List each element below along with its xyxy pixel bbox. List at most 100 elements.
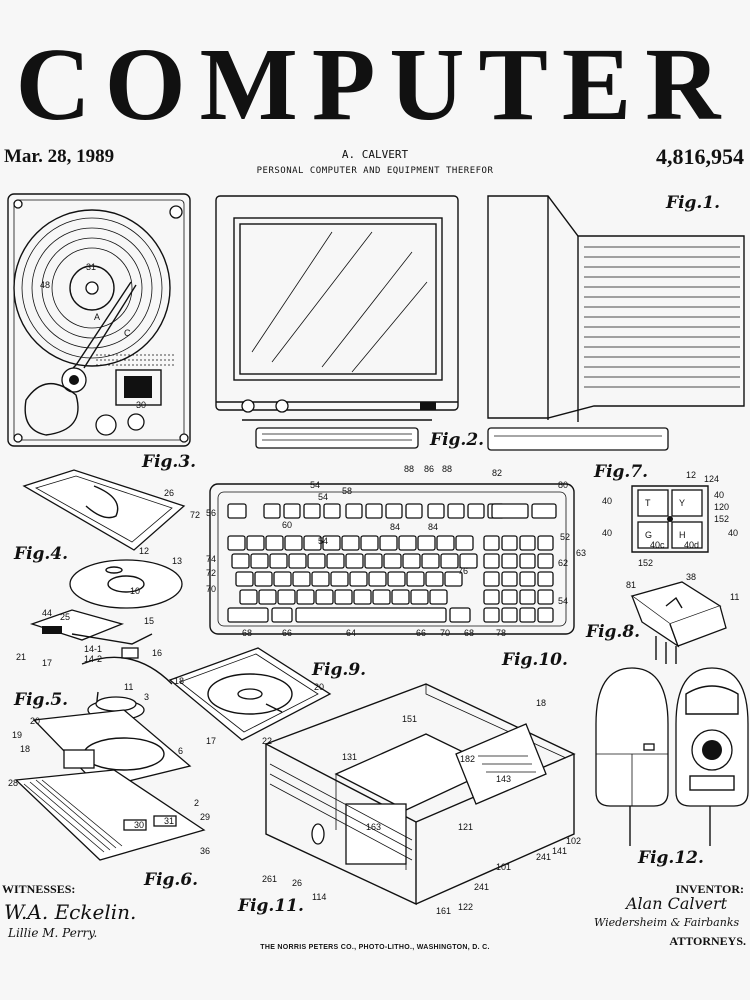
keyboard-key (436, 535, 455, 551)
keyboard-ref: 56 (206, 508, 216, 518)
keyboard-key (303, 535, 322, 551)
svg-text:14-2: 14-2 (84, 654, 102, 664)
keyboard-key (334, 589, 353, 605)
svg-text:72: 72 (190, 510, 200, 520)
keyboard-key (353, 589, 372, 605)
keyboard-key (254, 571, 273, 587)
svg-text:29: 29 (200, 812, 210, 822)
keyboard-key (385, 503, 403, 519)
fig10-label: Fig.10. (502, 650, 568, 670)
svg-text:81: 81 (626, 580, 636, 590)
keyboard-key (283, 503, 301, 519)
keyboard-key (365, 503, 383, 519)
svg-text:31: 31 (164, 816, 174, 826)
keyboard-key (258, 589, 277, 605)
keyboard-key (326, 553, 345, 569)
keyboard-key (349, 571, 368, 587)
keyboard-key (417, 535, 436, 551)
keyboard-key (537, 535, 554, 551)
svg-text:15: 15 (144, 616, 154, 626)
keyboard-key (311, 571, 330, 587)
svg-text:13: 13 (172, 556, 182, 566)
keyboard-ref: 70 (440, 628, 450, 638)
keyboard-key (398, 535, 417, 551)
keyboard-key (277, 589, 296, 605)
keyboard-key (364, 553, 383, 569)
fig7-ref: 152 (638, 558, 653, 568)
keyboard-key (519, 571, 536, 587)
keyboard-key (246, 535, 265, 551)
keyboard-key (292, 571, 311, 587)
keyboard-key (235, 571, 254, 587)
fig7-ref: 40 (714, 490, 724, 500)
keyboard-key (501, 535, 518, 551)
fig8-label: Fig.8. (586, 622, 641, 642)
keyboard-ref: 64 (346, 628, 356, 638)
keyboard-key (519, 553, 536, 569)
svg-text:122: 122 (458, 902, 473, 912)
keyboard-key (537, 571, 554, 587)
inventor-signature: Alan Calvert (626, 894, 728, 913)
svg-text:26: 26 (292, 878, 302, 888)
svg-text:18: 18 (174, 676, 184, 686)
fig9-label: Fig.9. (312, 660, 367, 680)
keyboard-key (421, 553, 440, 569)
keyboard-key (265, 535, 284, 551)
svg-text:241: 241 (536, 852, 551, 862)
svg-text:163: 163 (366, 822, 381, 832)
printer-credit: THE NORRIS PETERS CO., PHOTO-LITHO., WAS… (260, 944, 490, 951)
svg-text:25: 25 (60, 612, 70, 622)
fig2-label: Fig.2. (430, 430, 485, 450)
keyboard-key (303, 503, 321, 519)
keyboard-key (501, 607, 518, 623)
keyboard-key (444, 571, 463, 587)
keyboard-key (307, 553, 326, 569)
keyboard-key (383, 553, 402, 569)
hard-drive-drawing: 31 A C 48 30 (7, 193, 191, 447)
keycap-drawing: 81 38 11 (626, 572, 739, 664)
keyboard-key (447, 503, 465, 519)
fig6-label: Fig.6. (144, 870, 199, 890)
sheet-title: COMPUTER (15, 27, 735, 142)
keyboard-key (341, 535, 360, 551)
keyboard-key (295, 607, 447, 623)
keyboard-key (231, 553, 250, 569)
svg-text:161: 161 (436, 906, 451, 916)
keyboard-key (519, 589, 536, 605)
keyboard-key (391, 589, 410, 605)
keyboard-ref: 78 (496, 628, 506, 638)
keyboard-key (406, 571, 425, 587)
keyboard-key (330, 571, 349, 587)
svg-text:102: 102 (566, 836, 581, 846)
keyboard-key (483, 571, 500, 587)
fig3-label: Fig.3. (142, 452, 197, 472)
keyboard-key (402, 553, 421, 569)
keyboard-key (501, 589, 518, 605)
keyboard-key (483, 589, 500, 605)
svg-text:12: 12 (139, 546, 149, 556)
keyboard-ref: 72 (206, 568, 216, 578)
keyboard-key (537, 607, 554, 623)
keyboard-key (323, 503, 341, 519)
keyboard-ref: 82 (492, 468, 502, 478)
diskette-drawing: 20 18 17 22 (168, 647, 332, 746)
key-h: H (679, 530, 686, 540)
key-g: G (645, 530, 652, 540)
keyboard-key (537, 589, 554, 605)
key-cluster-drawing: T Y G H 12 124 40 40 120 152 40 40 40c 4… (602, 470, 738, 568)
patent-number: 4,816,954 (656, 144, 744, 169)
svg-text:26: 26 (164, 488, 174, 498)
svg-text:18: 18 (20, 744, 30, 754)
inventor-name: A. CALVERT (341, 148, 409, 161)
fig7-ref: 120 (714, 502, 729, 512)
keyboard-key (296, 589, 315, 605)
fig4-label: Fig.4. (14, 544, 69, 564)
keyboard-ref: 54 (310, 480, 320, 490)
svg-text:A: A (94, 312, 100, 322)
keyboard-key (483, 607, 500, 623)
keyboard-key (483, 553, 500, 569)
drive-exploded-drawing: 11 3 20 19 18 6 28 2 29 36 30 31 (8, 682, 210, 861)
svg-text:114: 114 (312, 892, 326, 902)
